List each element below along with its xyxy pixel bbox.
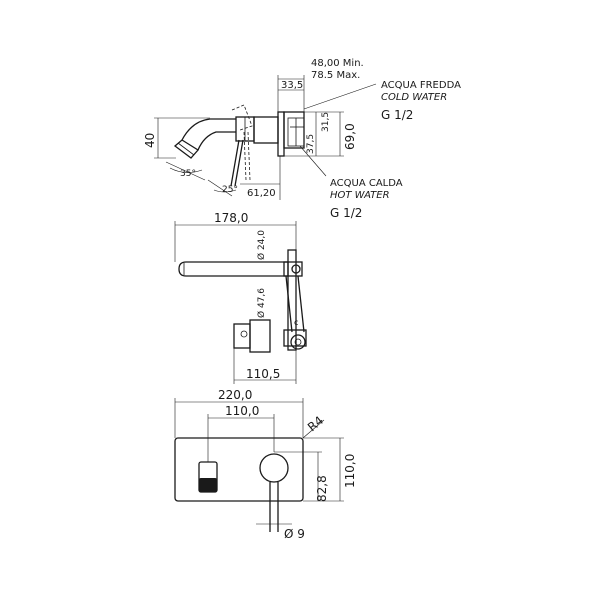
cold-leader xyxy=(303,83,377,110)
dim-69: 69,0 xyxy=(343,123,357,150)
wall-plate xyxy=(277,111,285,157)
dim-110-5: 110,5 xyxy=(246,367,280,381)
angle-35-ref xyxy=(165,161,206,181)
lever-handle xyxy=(230,139,240,187)
side-view: 178,0 c Ø 24,0 Ø 47,6 110,5 xyxy=(174,211,307,384)
side-top-connector xyxy=(283,261,303,277)
angle-25-arc xyxy=(213,189,237,193)
dim-d24: Ø 24,0 xyxy=(256,230,267,260)
wall-box xyxy=(283,111,305,149)
hot-water-it: ACQUA CALDA xyxy=(330,178,403,189)
side-pipe-2 xyxy=(297,275,305,333)
side-lever-knob xyxy=(240,330,248,338)
side-c-mark: c xyxy=(294,318,298,327)
side-pipe xyxy=(285,275,293,333)
dim-r4: R4 xyxy=(305,413,326,434)
hot-leader xyxy=(299,145,327,177)
dim-110: 110,0 xyxy=(225,404,259,418)
dim-33: 33,5 xyxy=(281,80,303,91)
spout-tip-line xyxy=(177,142,195,156)
spout-outline xyxy=(181,118,236,141)
hot-water-en: HOT WATER xyxy=(330,190,390,201)
dim-d9: Ø 9 xyxy=(284,527,305,541)
spout-tip xyxy=(173,139,199,159)
top-view: 48,00 Min. 78.5 Max. 33,5 ACQUA FREDDA C… xyxy=(143,58,461,220)
front-spout-aerator xyxy=(199,478,217,492)
hot-water-size: G 1/2 xyxy=(330,206,362,220)
cold-water-it: ACQUA FREDDA xyxy=(381,80,461,91)
r4-leader xyxy=(302,419,325,439)
dim-h110: 110,0 xyxy=(343,454,357,488)
spout-outline-inner xyxy=(197,131,236,151)
dim-min-depth: 48,00 Min. xyxy=(311,58,364,69)
front-plate xyxy=(174,437,304,502)
angle-35-arc xyxy=(169,167,203,173)
dim-31: 31,5 xyxy=(321,112,331,132)
side-handle-collar xyxy=(249,319,271,353)
spout-tip-dashed xyxy=(231,104,253,131)
cold-water-size: G 1/2 xyxy=(381,108,413,122)
dim-40: 40 xyxy=(143,133,157,148)
front-handle-disc xyxy=(259,453,289,483)
cold-water-en: COLD WATER xyxy=(381,92,447,103)
dim-max-depth: 78.5 Max. xyxy=(311,70,360,81)
lever-handle-dashed-2 xyxy=(247,131,251,181)
dim-d47: Ø 47,6 xyxy=(256,288,267,318)
angle-25-ref xyxy=(207,179,233,197)
dim-61: 61,20 xyxy=(247,188,276,199)
side-top-nut xyxy=(291,264,301,274)
side-lower-nut xyxy=(290,334,306,350)
side-lower-nut-inner xyxy=(294,338,302,346)
collar xyxy=(253,116,279,144)
angle-25: 25° xyxy=(222,185,238,195)
dim-220: 220,0 xyxy=(218,388,252,402)
front-view: 220,0 110,0 R4 110,0 82,8 Ø 9 xyxy=(174,388,357,541)
side-lower-connector xyxy=(283,329,307,347)
lever-handle-2 xyxy=(234,139,244,187)
dim-37: 37,5 xyxy=(306,134,316,154)
side-spout xyxy=(178,261,289,277)
lever-handle-dashed xyxy=(243,131,247,181)
angle-35: 35° xyxy=(180,169,196,179)
dim-h82: 82,8 xyxy=(315,475,329,502)
dim-178: 178,0 xyxy=(214,211,248,225)
